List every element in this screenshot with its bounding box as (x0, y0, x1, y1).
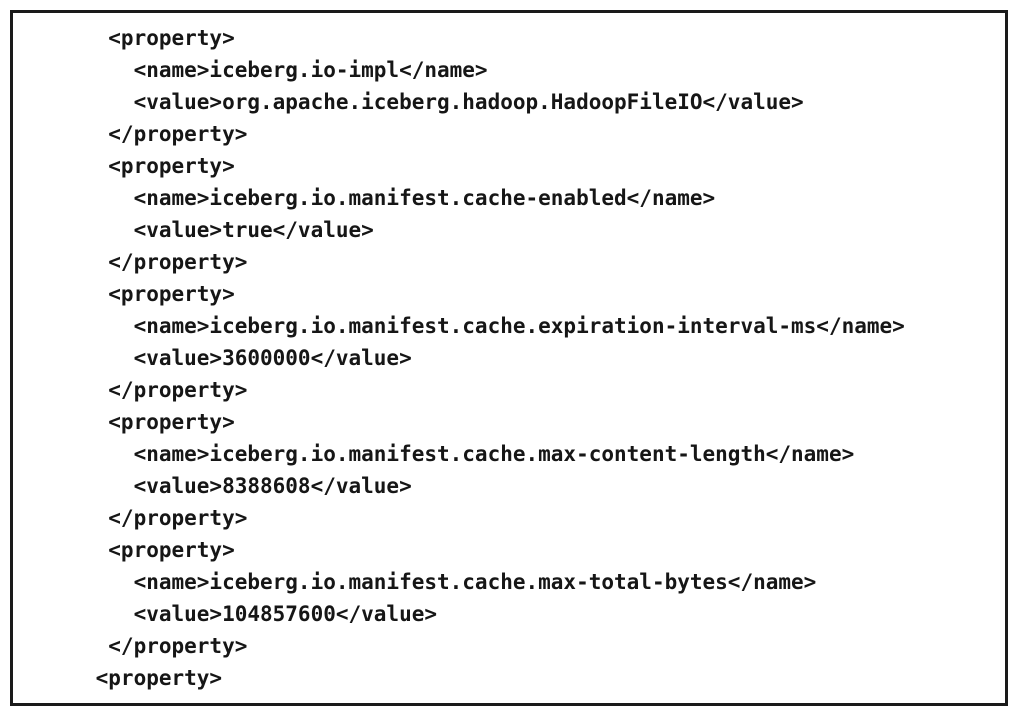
code-line: <value>org.apache.iceberg.hadoop.HadoopF… (83, 90, 804, 114)
code-listing-frame: <property> <name>iceberg.io-impl</name> … (10, 10, 1008, 706)
code-line: <value>8388608</value> (83, 474, 412, 498)
code-line: </property> (83, 506, 248, 530)
code-line: <value>104857600</value> (83, 602, 438, 626)
code-line: <name>iceberg.io.manifest.cache.max-tota… (83, 570, 817, 594)
code-line: <name>iceberg.io.manifest.cache.max-cont… (83, 442, 855, 466)
code-line: <name>iceberg.io-impl</name> (83, 58, 488, 82)
code-line: <property> (83, 26, 235, 50)
code-line: </property> (83, 378, 248, 402)
code-line: <property> (83, 410, 235, 434)
code-line: <property> (83, 154, 235, 178)
code-line: </property> (83, 634, 248, 658)
code-line: </property> (83, 250, 248, 274)
xml-code-listing: <property> <name>iceberg.io-impl</name> … (83, 22, 905, 694)
code-line: <property> (83, 666, 223, 690)
code-line: </property> (83, 122, 248, 146)
code-line: <name>iceberg.io.manifest.cache-enabled<… (83, 186, 716, 210)
code-line: <property> (83, 538, 235, 562)
code-line: <property> (83, 282, 235, 306)
code-line: <value>true</value> (83, 218, 374, 242)
code-line: <value>3600000</value> (83, 346, 412, 370)
code-line: <name>iceberg.io.manifest.cache.expirati… (83, 314, 905, 338)
